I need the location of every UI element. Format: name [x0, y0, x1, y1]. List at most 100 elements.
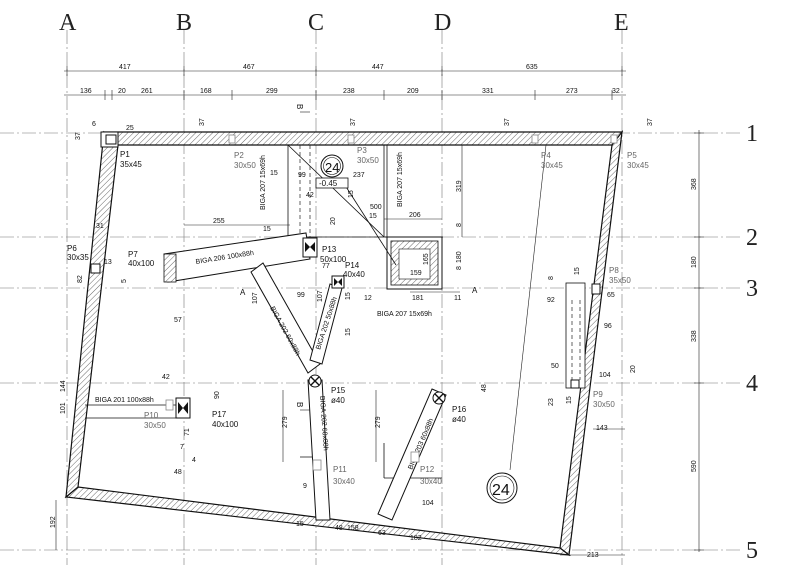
svg-text:15: 15 — [296, 521, 304, 528]
pillar-p12 — [410, 451, 420, 463]
svg-text:65: 65 — [607, 292, 615, 299]
beam-207-label-a: BIGA 207 15x69h — [260, 155, 267, 210]
pillar-p15 — [308, 374, 322, 388]
axis-label-a: A — [59, 10, 77, 36]
exterior-walls — [64, 129, 624, 557]
beam-202c: BIGA 202 60x88h — [307, 379, 331, 521]
right-dimension-chain: 368 180 338 590 — [691, 130, 704, 552]
p16-name: P16 — [452, 405, 467, 414]
p6-name: P6 — [67, 244, 77, 253]
svg-text:15: 15 — [270, 170, 278, 177]
pillar-p2 — [228, 134, 236, 144]
beam-207-label-b: BIGA 207 15x69h — [397, 152, 404, 207]
p13-size: 50x100 — [320, 255, 347, 264]
svg-text:99: 99 — [298, 172, 306, 179]
svg-text:8: 8 — [548, 276, 555, 280]
pillar-p9 — [570, 379, 580, 389]
dim-273: 273 — [566, 88, 578, 95]
dim-261: 261 — [141, 88, 153, 95]
svg-text:279: 279 — [282, 416, 289, 428]
p12-size: 30x40 — [420, 477, 442, 486]
svg-text:37: 37 — [75, 132, 82, 140]
svg-text:48: 48 — [174, 469, 182, 476]
dim-top-de: 635 — [526, 64, 538, 71]
svg-text:143: 143 — [596, 425, 608, 432]
p15-name: P15 — [331, 386, 346, 395]
dim-299: 299 — [266, 88, 278, 95]
pillar-p6 — [90, 263, 101, 274]
p5-name: P5 — [627, 151, 637, 160]
level-marker: 24 -0.45 — [315, 154, 349, 189]
svg-text:4: 4 — [192, 457, 196, 464]
svg-text:104: 104 — [599, 372, 611, 379]
svg-text:15: 15 — [369, 213, 377, 220]
axis-label-5: 5 — [746, 538, 758, 564]
svg-text:12: 12 — [364, 295, 372, 302]
svg-text:15: 15 — [345, 328, 352, 336]
columns — [90, 134, 618, 471]
beam-201-label: BIGA 201 100x88h — [95, 397, 154, 404]
svg-text:237: 237 — [353, 172, 365, 179]
svg-text:50: 50 — [551, 363, 559, 370]
p4-size: 30x45 — [541, 161, 563, 170]
axis-label-b: B — [176, 10, 192, 36]
p1-size: 35x45 — [120, 160, 142, 169]
axis-label-d: D — [434, 10, 451, 36]
p17-name: P17 — [212, 410, 227, 419]
svg-text:8: 8 — [456, 266, 463, 270]
svg-text:92: 92 — [547, 297, 555, 304]
svg-text:42: 42 — [306, 192, 314, 199]
svg-text:101: 101 — [60, 402, 67, 414]
svg-text:8: 8 — [456, 223, 463, 227]
svg-text:13: 13 — [104, 259, 112, 266]
svg-text:181: 181 — [412, 295, 424, 302]
svg-text:23: 23 — [548, 398, 555, 406]
svg-text:279: 279 — [375, 416, 382, 428]
beam-202: BIGA 202 60x88h — [250, 262, 321, 374]
svg-text:31: 31 — [96, 223, 104, 230]
svg-text:37: 37 — [504, 118, 511, 126]
p10-size: 30x50 — [144, 421, 166, 430]
p3-name: P3 — [357, 146, 367, 155]
dim-right-338: 338 — [691, 330, 698, 342]
p3-size: 30x50 — [357, 156, 379, 165]
svg-text:15: 15 — [566, 396, 573, 404]
svg-text:96: 96 — [604, 323, 612, 330]
svg-text:206: 206 — [409, 212, 421, 219]
svg-text:20: 20 — [330, 217, 337, 225]
dim-top-bc: 467 — [243, 64, 255, 71]
p8-size: 35x50 — [609, 276, 631, 285]
svg-text:42: 42 — [162, 374, 170, 381]
svg-text:158: 158 — [347, 525, 359, 532]
pillar-p14 — [331, 275, 345, 289]
p6-size: 30x35 — [67, 253, 89, 262]
svg-text:107: 107 — [317, 290, 324, 302]
beam-202b: BIGA 202 50x88h — [309, 283, 343, 365]
svg-text:25: 25 — [126, 125, 134, 132]
svg-text:57: 57 — [174, 317, 182, 324]
svg-text:255: 255 — [213, 218, 225, 225]
p1-name: P1 — [120, 150, 130, 159]
beam-201: BIGA 201 100x88h — [95, 397, 154, 404]
dim-20: 20 — [118, 88, 126, 95]
dim-136: 136 — [80, 88, 92, 95]
svg-text:15: 15 — [263, 226, 271, 233]
p13-name: P13 — [322, 245, 337, 254]
pillar-p16 — [432, 391, 446, 405]
section-a-left: A — [240, 288, 246, 297]
axis-label-3: 3 — [746, 276, 758, 302]
svg-text:63: 63 — [378, 530, 386, 537]
beam-206: BIGA 206 100x88h — [163, 232, 311, 283]
top-dimension-chain-2: 136 20 261 168 299 238 209 331 273 32 — [64, 88, 626, 100]
svg-text:48: 48 — [481, 384, 488, 392]
p17-size: 40x100 — [212, 420, 239, 429]
level-marker-2: 24 — [486, 472, 518, 504]
svg-text:71: 71 — [184, 428, 191, 436]
section-a-right: A — [472, 286, 478, 295]
p12-name: P12 — [420, 465, 435, 474]
axis-label-e: E — [614, 10, 629, 36]
pillar-p8 — [591, 283, 601, 295]
p10-name: P10 — [144, 411, 159, 420]
svg-text:37: 37 — [199, 118, 206, 126]
axis-label-4: 4 — [746, 371, 758, 397]
